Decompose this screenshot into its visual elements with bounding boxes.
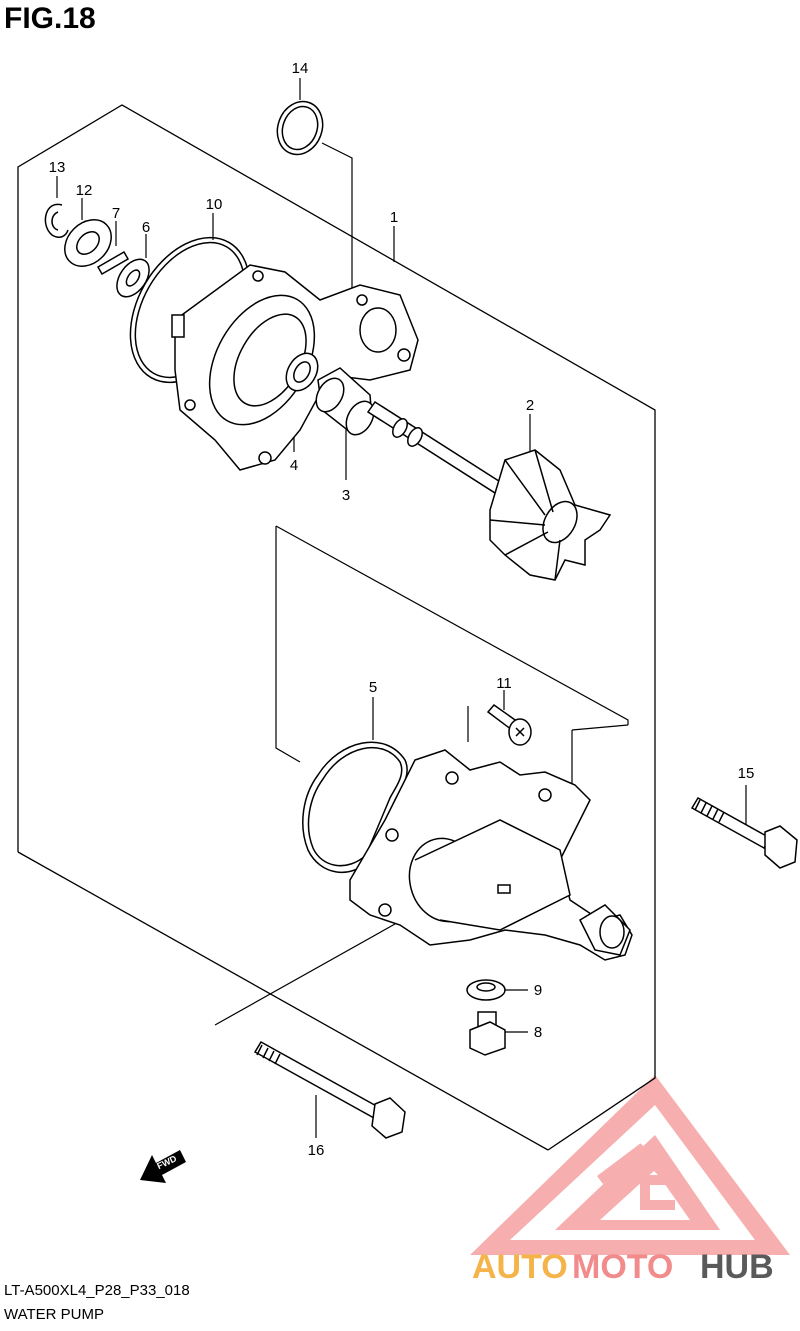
callout-1: 1 (390, 209, 398, 226)
leader-lines (56, 78, 747, 1138)
part-16-bolt (253, 1040, 406, 1139)
part-7-pin (96, 250, 130, 276)
callout-15: 15 (738, 765, 755, 782)
callout-14: 14 (292, 60, 309, 77)
fwd-arrow-icon: FWD (140, 1150, 186, 1183)
watermark-hub: HUB (700, 1248, 774, 1286)
part-8-drain-bolt (469, 1011, 506, 1056)
part-4-oil-seal (285, 352, 319, 392)
figure-title: FIG.18 (4, 2, 96, 35)
section-caption: WATER PUMP (4, 1306, 104, 1323)
watermark-auto: AUTO (472, 1248, 568, 1286)
callout-9: 9 (534, 982, 542, 999)
model-code-caption: LT-A500XL4_P28_P33_018 (4, 1282, 190, 1299)
callout-13: 13 (49, 159, 66, 176)
part-9-washer (466, 979, 506, 1001)
callout-8: 8 (534, 1024, 542, 1041)
watermark-text: AUTO MOTO HUB (472, 1248, 774, 1286)
part-13-e-clip (44, 203, 69, 238)
watermark-moto: MOTO (572, 1248, 673, 1286)
part-15-bolt (690, 796, 798, 869)
watermark-logo (470, 1075, 790, 1255)
part-11-screw (486, 703, 532, 746)
part-12-gear (64, 219, 112, 267)
callout-16: 16 (308, 1142, 325, 1159)
callout-4: 4 (290, 457, 298, 474)
part-14-o-ring (276, 100, 324, 156)
callout-11: 11 (496, 675, 512, 692)
pump-cover-housing (349, 749, 633, 961)
callout-labels: 14 13 12 7 6 10 1 2 4 3 5 11 15 9 8 16 (49, 60, 755, 1159)
callout-3: 3 (342, 487, 350, 504)
callout-2: 2 (526, 397, 534, 414)
callout-10: 10 (206, 196, 223, 213)
assembly-outline (17, 104, 656, 1151)
callout-12: 12 (76, 182, 93, 199)
callout-6: 6 (142, 219, 150, 236)
part-3-mechanical-seal (315, 367, 375, 436)
callout-5: 5 (369, 679, 377, 696)
callout-7: 7 (112, 205, 120, 222)
part-2-impeller-shaft (366, 400, 612, 581)
